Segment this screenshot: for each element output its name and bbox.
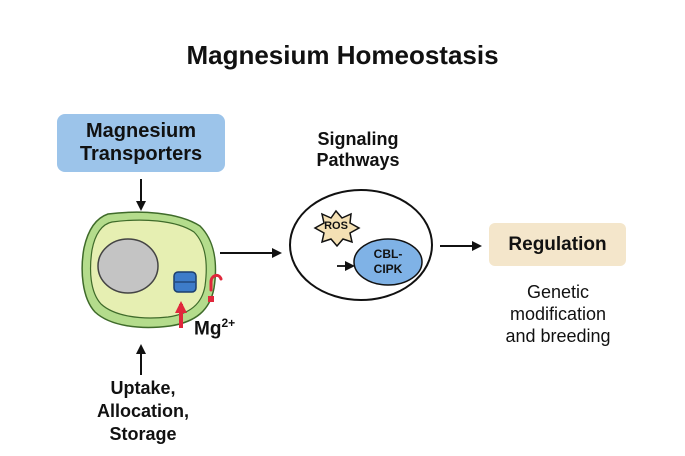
- mg-symbol: Mg: [194, 318, 222, 340]
- cbl-cipk-label: CBL- CIPK: [356, 247, 420, 277]
- signaling-pathways-label: Signaling Pathways: [288, 129, 428, 171]
- genetic-line-1: Genetic: [526, 282, 590, 302]
- cbl-line-2: CIPK: [373, 262, 403, 276]
- mg-charge: 2+: [221, 316, 236, 330]
- cbl-cipk-oval: [353, 238, 423, 286]
- uptake-line-2: Allocation,: [96, 401, 189, 421]
- signaling-line-1: Signaling: [317, 129, 399, 149]
- regulation-box: Regulation: [489, 223, 626, 266]
- genetic-line-3: and breeding: [505, 326, 611, 346]
- transporters-line-1: Magnesium: [85, 120, 197, 142]
- uptake-label: Uptake, Allocation, Storage: [78, 377, 208, 446]
- mg-ion-hook-icon: [208, 273, 223, 302]
- cbl-line-1: CBL-: [373, 247, 403, 261]
- uptake-line-1: Uptake,: [110, 378, 176, 398]
- mg-ion-label: Mg2+: [194, 316, 235, 340]
- plant-cell: [81, 211, 217, 329]
- signaling-line-2: Pathways: [316, 150, 400, 170]
- genetic-line-2: modification: [509, 304, 607, 324]
- ros-label: ROS: [324, 220, 348, 232]
- nucleus: [97, 238, 159, 294]
- transporters-line-2: Transporters: [79, 143, 203, 165]
- ros-burst-icon: [313, 209, 361, 248]
- page-title: Magnesium Homeostasis: [186, 40, 499, 70]
- uptake-line-3: Storage: [109, 424, 177, 444]
- magnesium-transporters-box: Magnesium Transporters: [57, 114, 225, 172]
- genetic-modification-label: Genetic modification and breeding: [478, 281, 638, 347]
